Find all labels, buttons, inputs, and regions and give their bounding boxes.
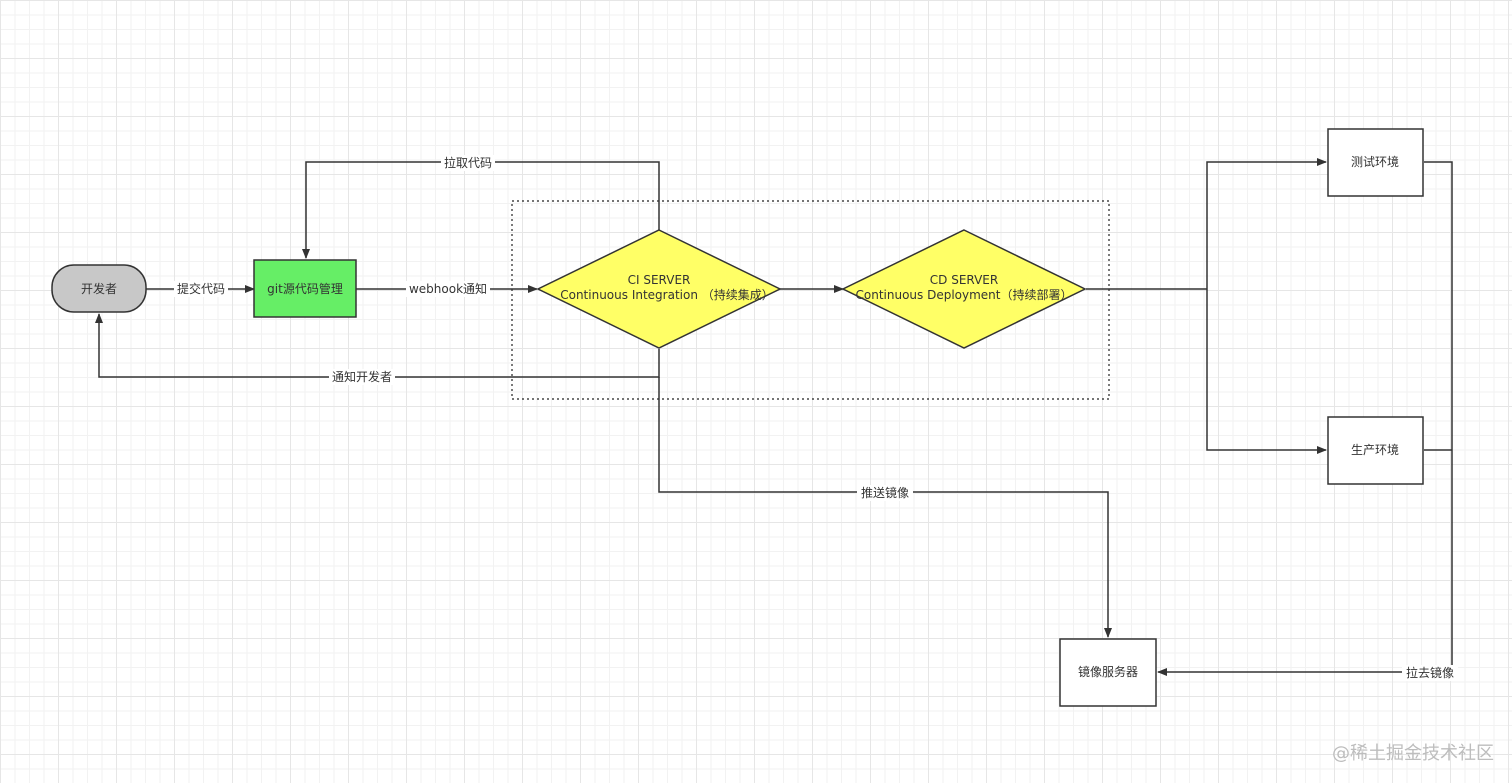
edge-label-notify-dev: 通知开发者 <box>329 369 395 385</box>
edge-label-webhook: webhook通知 <box>406 281 490 297</box>
node-ci-title: CI SERVER <box>628 273 691 287</box>
node-git-label: git源代码管理 <box>267 281 343 296</box>
node-cd-subtitle: Continuous Deployment（持续部署） <box>856 287 1073 302</box>
edge-to-prod <box>1206 289 1327 454</box>
edge-label-push-image: 推送镜像 <box>857 485 913 501</box>
edge-test-pull <box>1424 161 1453 672</box>
watermark: @稀土掘金技术社区 <box>1332 743 1494 764</box>
node-cd-title: CD SERVER <box>930 273 998 287</box>
edge-label-push-image-text: 推送镜像 <box>861 485 909 500</box>
node-image-server[interactable]: 镜像服务器 <box>1059 638 1157 707</box>
edge-pull-code <box>302 161 660 259</box>
node-cd-server[interactable]: CD SERVER Continuous Deployment（持续部署） <box>841 229 1087 349</box>
edge-notify-dev <box>95 313 660 378</box>
node-ci-server[interactable]: CI SERVER Continuous Integration （持续集成） <box>536 229 782 349</box>
node-prod-env[interactable]: 生产环境 <box>1327 416 1424 485</box>
edge-label-pull-image-text: 拉去镜像 <box>1406 665 1454 680</box>
node-git[interactable]: git源代码管理 <box>253 259 357 318</box>
node-image-server-label: 镜像服务器 <box>1078 664 1138 679</box>
edge-label-pull-code-text: 拉取代码 <box>444 155 492 170</box>
node-developer-label: 开发者 <box>81 281 117 296</box>
edge-label-pull-image: 拉去镜像 <box>1402 665 1458 681</box>
server-group-frame <box>511 200 1110 400</box>
node-test-env-label: 测试环境 <box>1351 154 1399 169</box>
node-developer[interactable]: 开发者 <box>51 264 147 313</box>
edge-label-commit-text: 提交代码 <box>177 281 225 296</box>
edge-label-notify-dev-text: 通知开发者 <box>332 369 392 384</box>
edge-push-image <box>658 377 1112 638</box>
edge-label-pull-code: 拉取代码 <box>441 155 495 171</box>
edge-label-commit: 提交代码 <box>174 281 228 297</box>
node-ci-subtitle: Continuous Integration （持续集成） <box>560 287 774 302</box>
node-prod-env-label: 生产环境 <box>1351 442 1399 457</box>
edge-label-webhook-text: webhook通知 <box>409 282 487 296</box>
node-test-env[interactable]: 测试环境 <box>1327 128 1424 197</box>
edge-to-test <box>1206 158 1327 289</box>
